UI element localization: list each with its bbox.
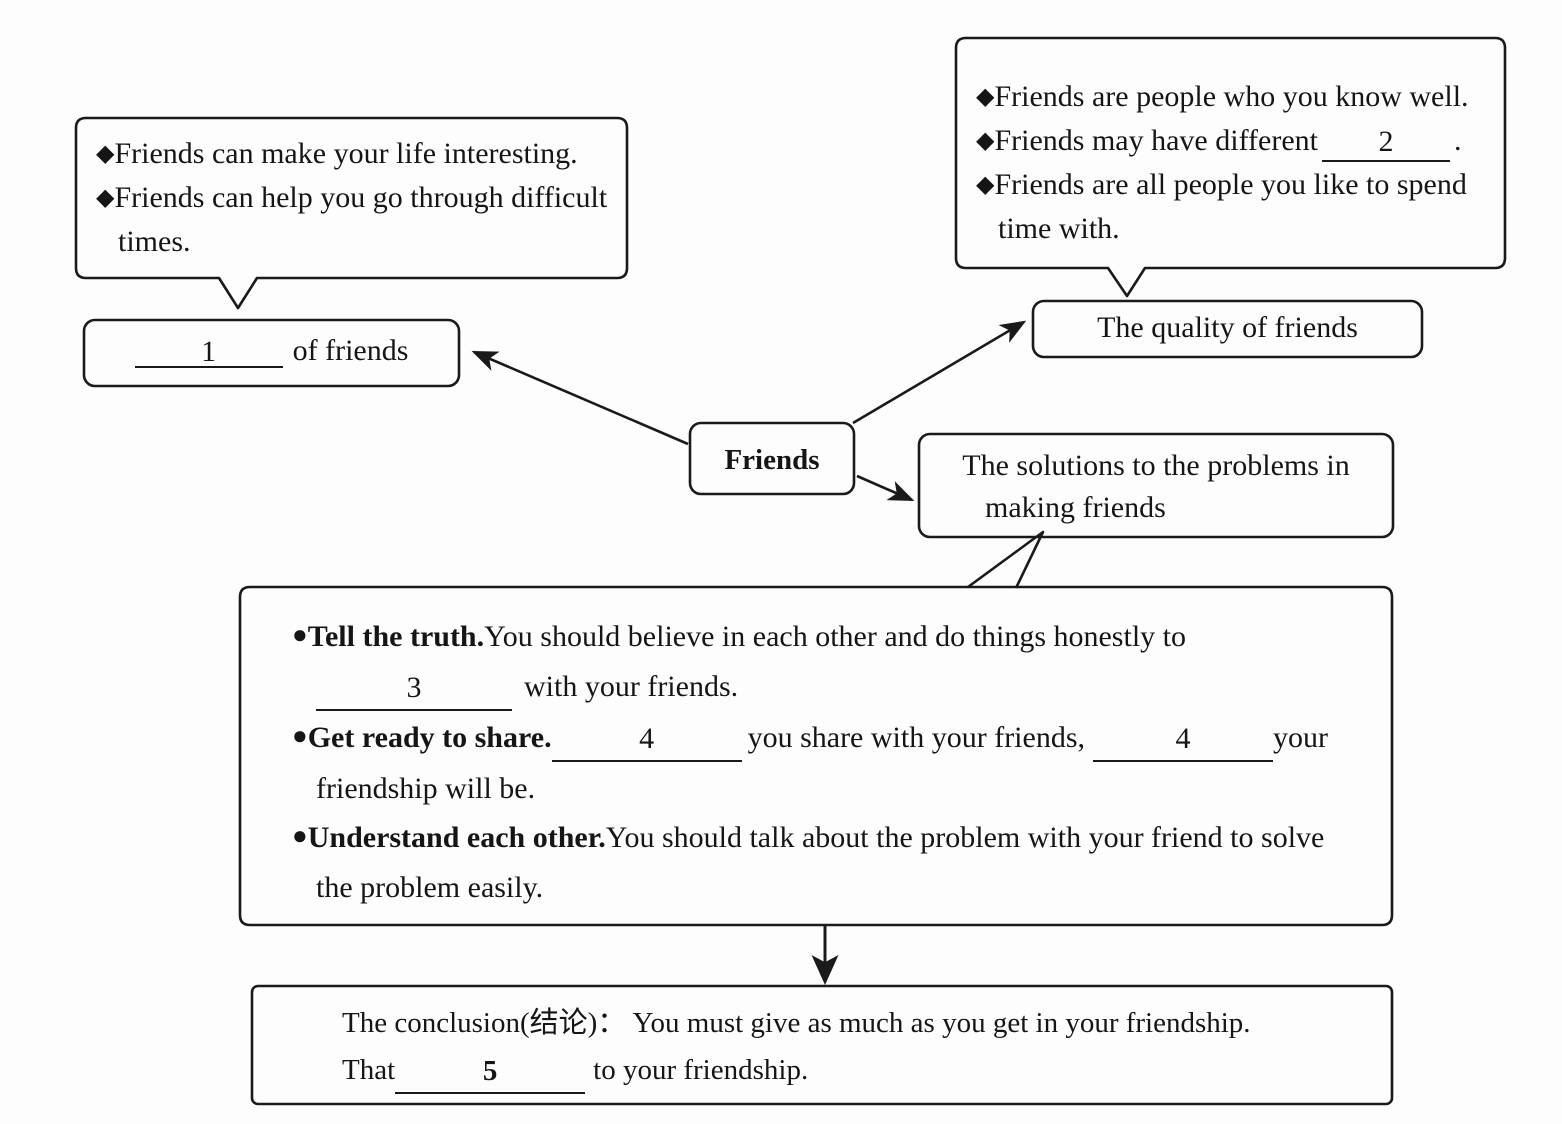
answer-blank-5[interactable]: 5: [395, 1045, 586, 1094]
detail-item-3: ●Understand each other.You should talk a…: [292, 813, 1382, 863]
diamond-bullet-icon: ◆: [976, 128, 995, 154]
detail-item-1-text: You should believe in each other and do …: [484, 620, 1186, 653]
bubble-left-item-2-text: Friends can help you go through difficul…: [114, 181, 608, 214]
detail-item-3-heading: Understand each other.: [307, 821, 606, 854]
answer-blank-4b[interactable]: 4: [1093, 711, 1274, 762]
detail-item-2-text-b: your: [1273, 721, 1329, 754]
conclusion-line-1: The conclusion(结论)： You must give as muc…: [342, 1007, 1251, 1039]
round-bullet-icon: ●: [292, 620, 308, 649]
conclusion-line-2-suffix: to your friendship.: [593, 1054, 809, 1086]
solutions-label-line2: making friends: [985, 491, 1166, 524]
detail-item-2-text-a: you share with your friends,: [747, 721, 1086, 754]
bubble-right-item-3-cont: time with.: [976, 208, 1496, 250]
bubble-left-item-2-text-line2: times.: [118, 225, 191, 258]
kinds-of-friends-label: 1 of friends: [84, 334, 459, 370]
bubble-right-item-3-text-line2: time with.: [998, 212, 1120, 245]
solutions-detail-tail: [967, 530, 1045, 589]
diamond-bullet-icon: ◆: [976, 84, 995, 110]
detail-item-3-cont: the problem easily.: [292, 863, 1382, 912]
answer-blank-4a[interactable]: 4: [551, 711, 742, 762]
detail-item-1-cont: 3 with your friends.: [292, 662, 1382, 713]
arrow-friends-to-quality: [852, 320, 1027, 425]
bubble-left-text: ◆Friends can make your life interesting.…: [96, 133, 616, 263]
bubble-right-item-1-text: Friends are people who you know well.: [994, 80, 1469, 113]
bubble-left-item-2-cont: times.: [96, 221, 616, 263]
answer-blank-3[interactable]: 3: [316, 660, 512, 711]
bubble-right-item-1: ◆Friends are people who you know well.: [976, 76, 1496, 120]
solutions-label-line1: The solutions to the problems in: [962, 449, 1350, 482]
conclusion-line-2-prefix: That: [342, 1054, 396, 1086]
bubble-right-item-3-text: Friends are all people you like to spend: [994, 168, 1467, 201]
answer-blank-2[interactable]: 2: [1321, 118, 1450, 162]
bubble-left-item-2: ◆Friends can help you go through difficu…: [96, 177, 616, 221]
detail-item-1: ●Tell the truth.You should believe in ea…: [292, 612, 1382, 662]
bubble-right-text: ◆Friends are people who you know well. ◆…: [976, 76, 1496, 250]
detail-item-3-text-a: You should talk about the problem with y…: [605, 821, 1325, 854]
arrow-friends-to-solutions: [856, 474, 915, 502]
detail-item-2-cont: friendship will be.: [292, 764, 1382, 813]
detail-item-2-heading: Get ready to share.: [307, 721, 552, 754]
detail-item-2-text-c: friendship will be.: [316, 772, 536, 805]
bubble-right-item-3: ◆Friends are all people you like to spen…: [976, 164, 1496, 208]
solutions-detail-text: ●Tell the truth.You should believe in ea…: [292, 612, 1382, 912]
diamond-bullet-icon: ◆: [976, 172, 995, 198]
diamond-bullet-icon: ◆: [96, 185, 115, 211]
conclusion-text: The conclusion(结论)： You must give as muc…: [342, 1000, 1372, 1096]
solutions-label: The solutions to the problems in making …: [919, 445, 1393, 529]
kinds-of-friends-suffix: of friends: [292, 334, 409, 367]
detail-item-3-text-b: the problem easily.: [316, 871, 544, 904]
arrow-friends-to-kinds: [471, 350, 689, 446]
round-bullet-icon: ●: [292, 821, 308, 850]
detail-item-1-heading: Tell the truth.: [307, 620, 485, 653]
quality-of-friends-label: The quality of friends: [1097, 311, 1358, 344]
diamond-bullet-icon: ◆: [96, 141, 115, 167]
center-friends-label: Friends: [724, 444, 820, 476]
answer-blank-1[interactable]: 1: [134, 332, 283, 368]
bubble-left-item-1-text: Friends can make your life interesting.: [114, 137, 578, 170]
bubble-left-item-1: ◆Friends can make your life interesting.: [96, 133, 616, 177]
bubble-right-item-2-text: Friends may have different: [994, 124, 1318, 157]
bubble-right-item-2-period: .: [1453, 124, 1462, 157]
detail-item-1-text-tail: with your friends.: [524, 670, 739, 703]
round-bullet-icon: ●: [292, 721, 308, 750]
